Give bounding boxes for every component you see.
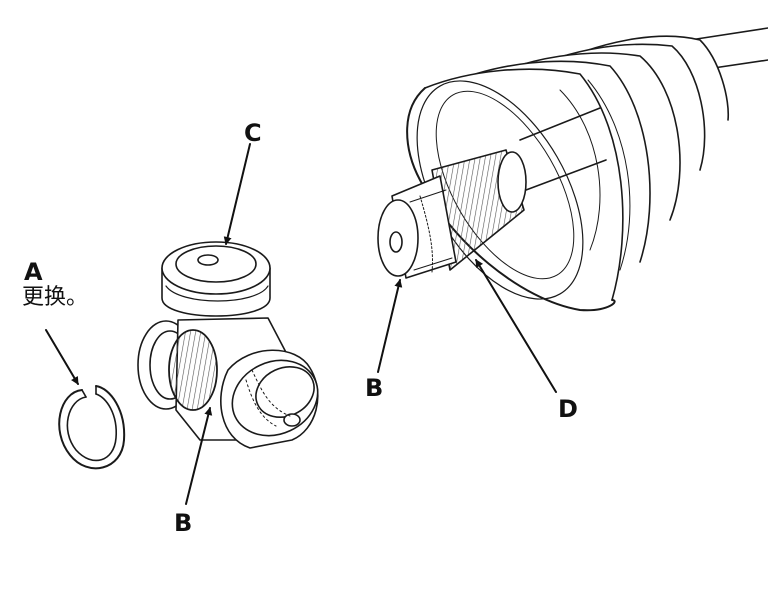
- arrow-b-shaft: [377, 279, 403, 373]
- circlip-a: [58, 385, 126, 470]
- label-a-note: 更换。: [22, 285, 89, 310]
- driveshaft-boot: [377, 27, 768, 312]
- label-b-shaft: B: [365, 374, 384, 402]
- arrow-b-tripod: [185, 407, 213, 505]
- leader-arrows: [45, 143, 557, 505]
- label-b-tripod: B: [174, 509, 193, 537]
- label-a: A: [24, 258, 43, 286]
- label-d: D: [558, 395, 578, 423]
- arrow-a: [45, 329, 79, 385]
- arrow-d: [475, 259, 557, 393]
- label-c: C: [244, 119, 262, 147]
- arrow-c: [223, 143, 251, 245]
- tripod-joint: [137, 241, 319, 449]
